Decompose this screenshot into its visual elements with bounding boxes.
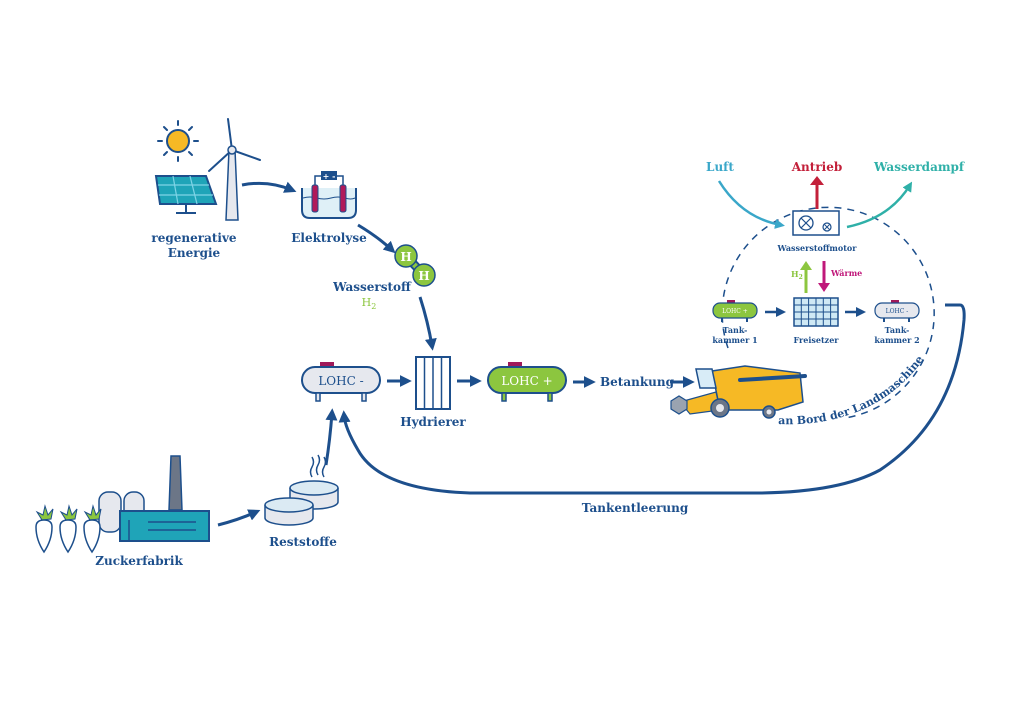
sun-icon: [157, 120, 199, 162]
arrow-engine-to-steam: [846, 181, 913, 229]
residues-icon: [264, 454, 339, 526]
tank-chamber-1-content: LOHC +: [722, 308, 748, 315]
label-hydrogenator: Hydrierer: [400, 415, 466, 429]
hydrogen-engine-icon: [792, 210, 840, 236]
label-renewable-line2: Energie: [168, 246, 221, 260]
label-h2-onboard: H2: [791, 269, 803, 281]
label-tank-chamber-1-line2: kammer 1: [712, 335, 757, 345]
label-engine: Wasserstoffmotor: [777, 243, 858, 253]
label-hydrogen-formula: H2: [362, 296, 377, 311]
onboard-boundary: [721, 206, 935, 419]
h-atom-2: H: [418, 269, 429, 283]
tank-chamber-1: LOHC +: [712, 300, 758, 322]
lohc-plus-label: LOHC +: [501, 374, 552, 388]
solar-panel-icon: [154, 175, 218, 214]
wind-turbine-icon: [208, 118, 261, 221]
formula-h: H: [362, 296, 372, 309]
tank-chamber-2: LOHC -: [874, 300, 920, 322]
battery-sign: + -: [323, 172, 336, 181]
h2-onboard-h: H: [791, 269, 799, 279]
label-releaser: Freisetzer: [793, 335, 839, 345]
label-heat: Wärme: [830, 268, 862, 278]
h2-onboard-sub: 2: [799, 274, 803, 281]
arrow-energy-to-electrolysis: [241, 181, 297, 193]
arrow-hydrogen-to-hydrogenator: [418, 296, 437, 351]
h-atom-1: H: [400, 250, 411, 264]
sugar-factory-icon: [98, 455, 210, 542]
hydrogenator-icon: [415, 356, 451, 410]
label-air: Luft: [706, 160, 734, 174]
label-tank-chamber-2-line1: Tank-: [885, 325, 910, 335]
label-steam: Wasserdampf: [873, 160, 965, 174]
label-sugar-factory: Zuckerfabrik: [95, 554, 183, 568]
label-electrolysis: Elektrolyse: [291, 231, 367, 245]
label-renewable-line1: regenerative: [151, 231, 237, 245]
label-refuelling: Betankung: [600, 375, 675, 389]
arrow-factory-to-residues: [217, 509, 261, 527]
label-drive: Antrieb: [791, 160, 842, 174]
arrow-heat-down-head: [818, 283, 830, 292]
arrow-air-to-engine: [717, 180, 785, 229]
arrow-tank-emptying-loop: [338, 303, 966, 495]
hydrogen-molecule-icon: H H: [394, 244, 436, 287]
label-hydrogen: Wasserstoff: [332, 280, 412, 294]
lohc-minus-tank: LOHC -: [301, 362, 381, 402]
combine-harvester-icon: [670, 365, 807, 419]
lohc-plus-tank: LOHC +: [487, 362, 567, 402]
electrolysis-icon: + -: [301, 171, 357, 219]
label-tank-chamber-2-line2: kammer 2: [874, 335, 919, 345]
label-tank-emptying: Tankentleerung: [582, 501, 689, 515]
arrow-h2-up-head: [800, 261, 812, 270]
releaser-icon: [793, 297, 839, 327]
lohc-minus-label: LOHC -: [318, 374, 363, 388]
sugar-beets-icon: [35, 504, 102, 554]
tank-chamber-2-content: LOHC -: [886, 308, 909, 315]
label-residues: Reststoffe: [269, 535, 337, 549]
formula-sub: 2: [371, 302, 376, 311]
arrow-drive-head: [810, 176, 824, 185]
arrow-residues-to-lohc-1: [324, 408, 338, 466]
label-tank-chamber-1-line1: Tank-: [723, 325, 748, 335]
arrow-electrolysis-to-hydrogen: [357, 223, 396, 254]
